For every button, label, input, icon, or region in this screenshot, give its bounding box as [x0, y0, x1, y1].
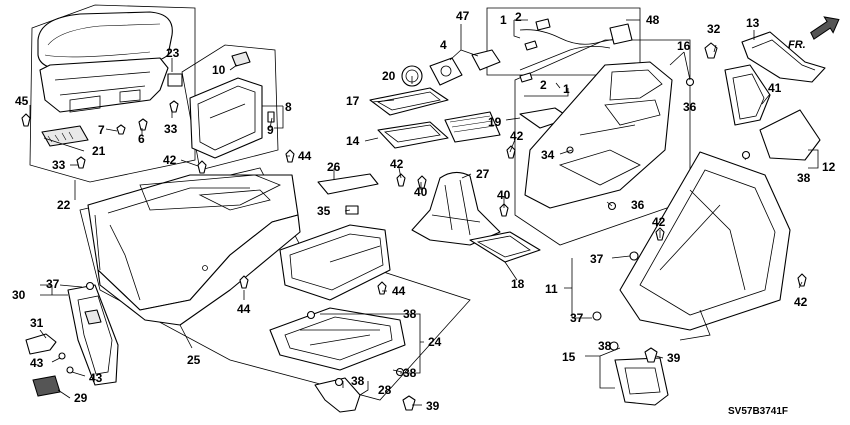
callout-44-top: 44	[298, 149, 312, 163]
diagram-code: SV57B3741F	[728, 406, 788, 417]
callout-39-right: 39	[667, 351, 681, 365]
callout-36-bottom: 36	[631, 198, 645, 212]
callout-43-left: 43	[30, 356, 44, 370]
callout-23: 23	[166, 46, 180, 60]
callout-16: 16	[677, 39, 691, 53]
cupholder-box	[189, 51, 275, 159]
console-right	[619, 151, 791, 341]
callout-37-left: 37	[46, 277, 60, 291]
callout-38-bracket15: 38	[598, 339, 612, 353]
callout-7: 7	[98, 123, 105, 137]
callout-38-bracket-top: 38	[403, 307, 417, 321]
callout-38-bracket-bottom: 38	[403, 366, 417, 380]
callout-12: 12	[822, 160, 836, 174]
callout-38-right: 38	[797, 171, 811, 185]
callout-40-right: 40	[497, 188, 511, 202]
console-body	[87, 174, 301, 326]
armrest-group-outline	[29, 4, 196, 183]
callout-8: 8	[285, 100, 292, 114]
fasteners	[58, 42, 807, 411]
front-direction-arrow: FR.	[788, 16, 840, 51]
callout-26: 26	[327, 160, 341, 174]
callout-4: 4	[440, 38, 447, 52]
wire-harness	[519, 18, 633, 83]
brackets-24-28	[269, 307, 406, 413]
armrest-lid	[37, 11, 173, 113]
callout-33-bottom: 33	[52, 158, 66, 172]
bracket-15	[614, 357, 669, 406]
callout-37-top-right: 37	[590, 252, 604, 266]
callout-1-bottom: 1	[563, 82, 570, 96]
callout-17: 17	[346, 94, 360, 108]
callout-42-box: 42	[390, 157, 404, 171]
cap-29	[32, 375, 61, 397]
callout-29: 29	[74, 391, 88, 405]
callout-28: 28	[378, 383, 392, 397]
callout-22: 22	[57, 198, 71, 212]
callout-39-left: 39	[426, 399, 440, 413]
lower-box	[279, 173, 391, 301]
callout-1-top: 1	[500, 13, 507, 27]
callout-13: 13	[746, 16, 760, 30]
callout-35: 35	[317, 204, 331, 218]
callout-9: 9	[267, 123, 274, 137]
callout-11: 11	[545, 282, 558, 296]
cupholder-group-outline	[181, 44, 279, 171]
callout-14: 14	[346, 134, 360, 148]
callout-38-lower: 38	[351, 374, 365, 388]
callout-20: 20	[382, 69, 396, 83]
right-brackets	[724, 31, 826, 161]
callout-37-bottom-right: 37	[570, 311, 584, 325]
callout-42-upper: 42	[510, 129, 524, 143]
callout-36-top: 36	[683, 100, 697, 114]
callout-45: 45	[15, 94, 29, 108]
callout-27: 27	[476, 167, 490, 181]
callout-2-bottom: 2	[540, 78, 547, 92]
callout-41: 41	[768, 81, 782, 95]
callout-2-top: 2	[515, 10, 522, 24]
socket-parts	[401, 49, 501, 87]
front-direction-label: FR.	[788, 39, 806, 51]
callout-18: 18	[511, 277, 525, 291]
callout-44-bottom: 44	[237, 302, 251, 316]
small-screws-armrest	[21, 73, 183, 169]
callout-10: 10	[212, 63, 226, 77]
callout-21: 21	[92, 144, 106, 158]
callout-33-top: 33	[164, 122, 178, 136]
callout-31: 31	[30, 316, 44, 330]
callout-15: 15	[562, 350, 576, 364]
callout-40-left: 40	[414, 185, 428, 199]
callout-24: 24	[428, 335, 442, 349]
callout-43-right: 43	[89, 371, 103, 385]
callout-48: 48	[646, 13, 660, 27]
callout-19: 19	[488, 115, 502, 129]
lid-latch-21	[41, 125, 89, 147]
callout-25: 25	[187, 353, 201, 367]
bracket-31	[25, 333, 57, 355]
callout-labels: 45 7 6 23 33 21 33 22 10 8 9 42 44 25 30…	[12, 9, 836, 417]
callout-42-console: 42	[163, 153, 177, 167]
callout-6: 6	[138, 132, 145, 146]
callout-32: 32	[707, 22, 721, 36]
side-panel-30	[67, 284, 119, 386]
callout-42-console-right: 42	[652, 215, 666, 229]
leader-lines	[29, 19, 819, 406]
callout-44-mid: 44	[392, 284, 406, 298]
shift-boot	[411, 171, 541, 263]
callout-47: 47	[456, 9, 470, 23]
callout-42-far-right: 42	[794, 295, 808, 309]
callout-34: 34	[541, 148, 555, 162]
callout-30: 30	[12, 288, 26, 302]
trim-panels	[369, 87, 571, 149]
center-panel	[524, 61, 673, 209]
